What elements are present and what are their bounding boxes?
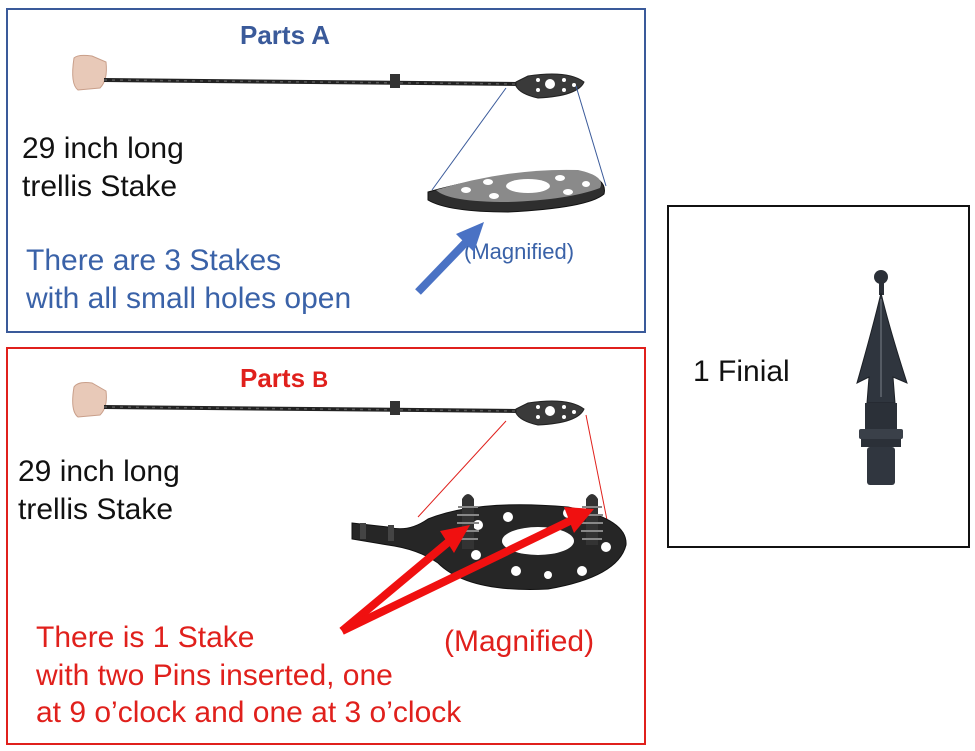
trellis-stake-icon xyxy=(103,73,585,99)
finial-panel: 1 Finial xyxy=(667,205,970,548)
parts-a-stake-label: 29 inch long trellis Stake xyxy=(22,132,184,203)
parts-a-note: There are 3 Stakes with all small holes … xyxy=(26,244,352,315)
parts-b-title-main: Parts xyxy=(240,363,313,393)
parts-b-illustration xyxy=(72,382,627,635)
parts-b-panel: Parts B 29 inch long trellis Stake There… xyxy=(6,347,646,745)
hand-icon xyxy=(72,382,107,418)
finial-label: 1 Finial xyxy=(693,355,790,388)
finial-illustration xyxy=(856,270,908,485)
parts-b-title: Parts B xyxy=(240,363,328,394)
trellis-stake-icon xyxy=(103,400,585,426)
parts-b-note: There is 1 Stake with two Pins inserted,… xyxy=(36,621,462,729)
arrow-icon xyxy=(340,507,594,635)
pin-icon xyxy=(457,494,479,549)
finial-icon xyxy=(856,270,908,485)
parts-b-stake-label: 29 inch long trellis Stake xyxy=(18,455,180,526)
hand-icon xyxy=(72,54,107,91)
arrow-icon xyxy=(339,525,470,635)
parts-a-illustration xyxy=(72,54,607,295)
parts-b-magnified-label: (Magnified) xyxy=(444,625,595,658)
arrow-icon xyxy=(415,222,484,295)
parts-a-panel: Parts A 29 inch long trellis Stake There… xyxy=(6,8,646,333)
stake-disc-icon xyxy=(427,169,605,213)
pin-icon xyxy=(581,494,603,545)
parts-a-title: Parts A xyxy=(240,20,331,50)
parts-a-magnified-label: (Magnified) xyxy=(464,239,575,264)
parts-b-title-letter: B xyxy=(312,367,329,392)
